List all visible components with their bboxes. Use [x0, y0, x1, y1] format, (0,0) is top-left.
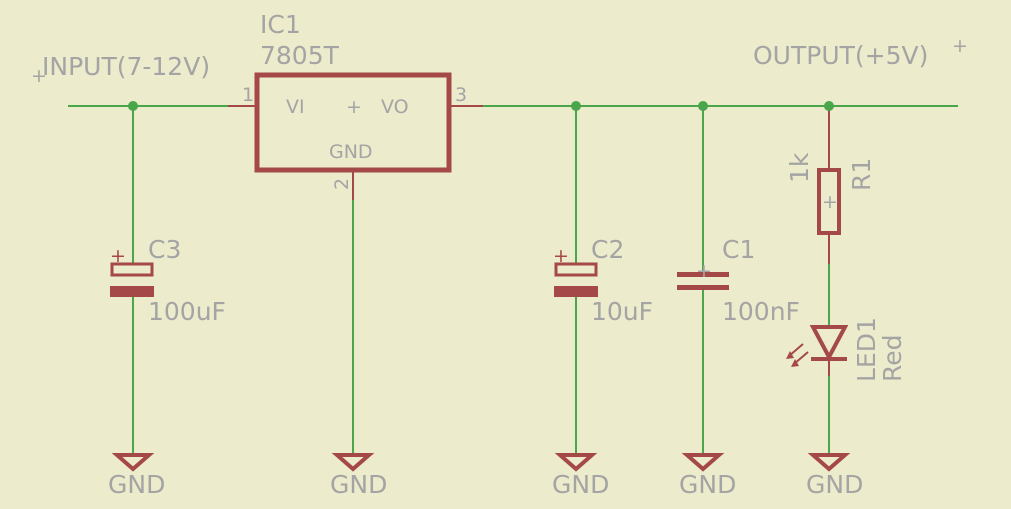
output-origin-cross: + — [952, 35, 968, 57]
capacitor-c3: + C3 100uF — [110, 106, 226, 455]
junction-c1 — [698, 101, 708, 111]
junction-input — [128, 101, 138, 111]
ic-value: 7805T — [260, 41, 340, 70]
ground-led: GND — [806, 453, 863, 499]
regulator-ic1: IC1 7805T VI VO GND + 1 3 2 — [228, 10, 483, 200]
ic-name: IC1 — [260, 10, 301, 39]
resistor-r1: + 1k R1 — [785, 106, 876, 264]
output-label: OUTPUT(+5V) — [753, 41, 928, 70]
ic-origin-cross: + — [346, 96, 362, 118]
led-name: LED1 — [852, 317, 881, 382]
ic-pin1-number: 1 — [242, 84, 254, 106]
ic-pin-gnd: GND — [329, 141, 373, 163]
ground-c2: GND — [552, 453, 609, 499]
gnd-label-c1: GND — [679, 470, 736, 499]
c2-plus: + — [553, 245, 569, 267]
ic-pin3-number: 3 — [455, 84, 467, 106]
c1-value: 100nF — [722, 297, 800, 326]
ic-pin-vi: VI — [286, 96, 305, 118]
junction-c2 — [571, 101, 581, 111]
ground-c1: GND — [679, 453, 736, 499]
gnd-label-led: GND — [806, 470, 863, 499]
r1-origin-cross: + — [822, 191, 838, 213]
c3-plus: + — [110, 245, 126, 267]
c3-name: C3 — [148, 235, 181, 264]
ground-c3: GND — [108, 453, 165, 499]
c2-value: 10uF — [591, 297, 653, 326]
led-value: Red — [878, 335, 907, 383]
r1-value: 1k — [785, 152, 814, 183]
c3-value: 100uF — [148, 297, 226, 326]
input-label: INPUT(7-12V) — [42, 52, 210, 81]
ground-ic: GND — [330, 453, 387, 499]
capacitor-c2: + C2 10uF — [553, 106, 653, 455]
gnd-label-c2: GND — [552, 470, 609, 499]
gnd-label-c3: GND — [108, 470, 165, 499]
capacitor-c1: + C1 100nF — [677, 106, 800, 455]
c2-name: C2 — [591, 235, 624, 264]
ic-pin2-number: 2 — [331, 178, 353, 190]
r1-name: R1 — [847, 158, 876, 191]
c1-name: C1 — [722, 235, 755, 264]
led-led1: LED1 Red — [786, 317, 907, 382]
junction-r1 — [824, 101, 834, 111]
gnd-label-ic: GND — [330, 470, 387, 499]
c1-origin-cross: + — [696, 260, 712, 282]
ic-pin-vo: VO — [381, 96, 409, 118]
input-origin-cross: + — [31, 65, 47, 87]
